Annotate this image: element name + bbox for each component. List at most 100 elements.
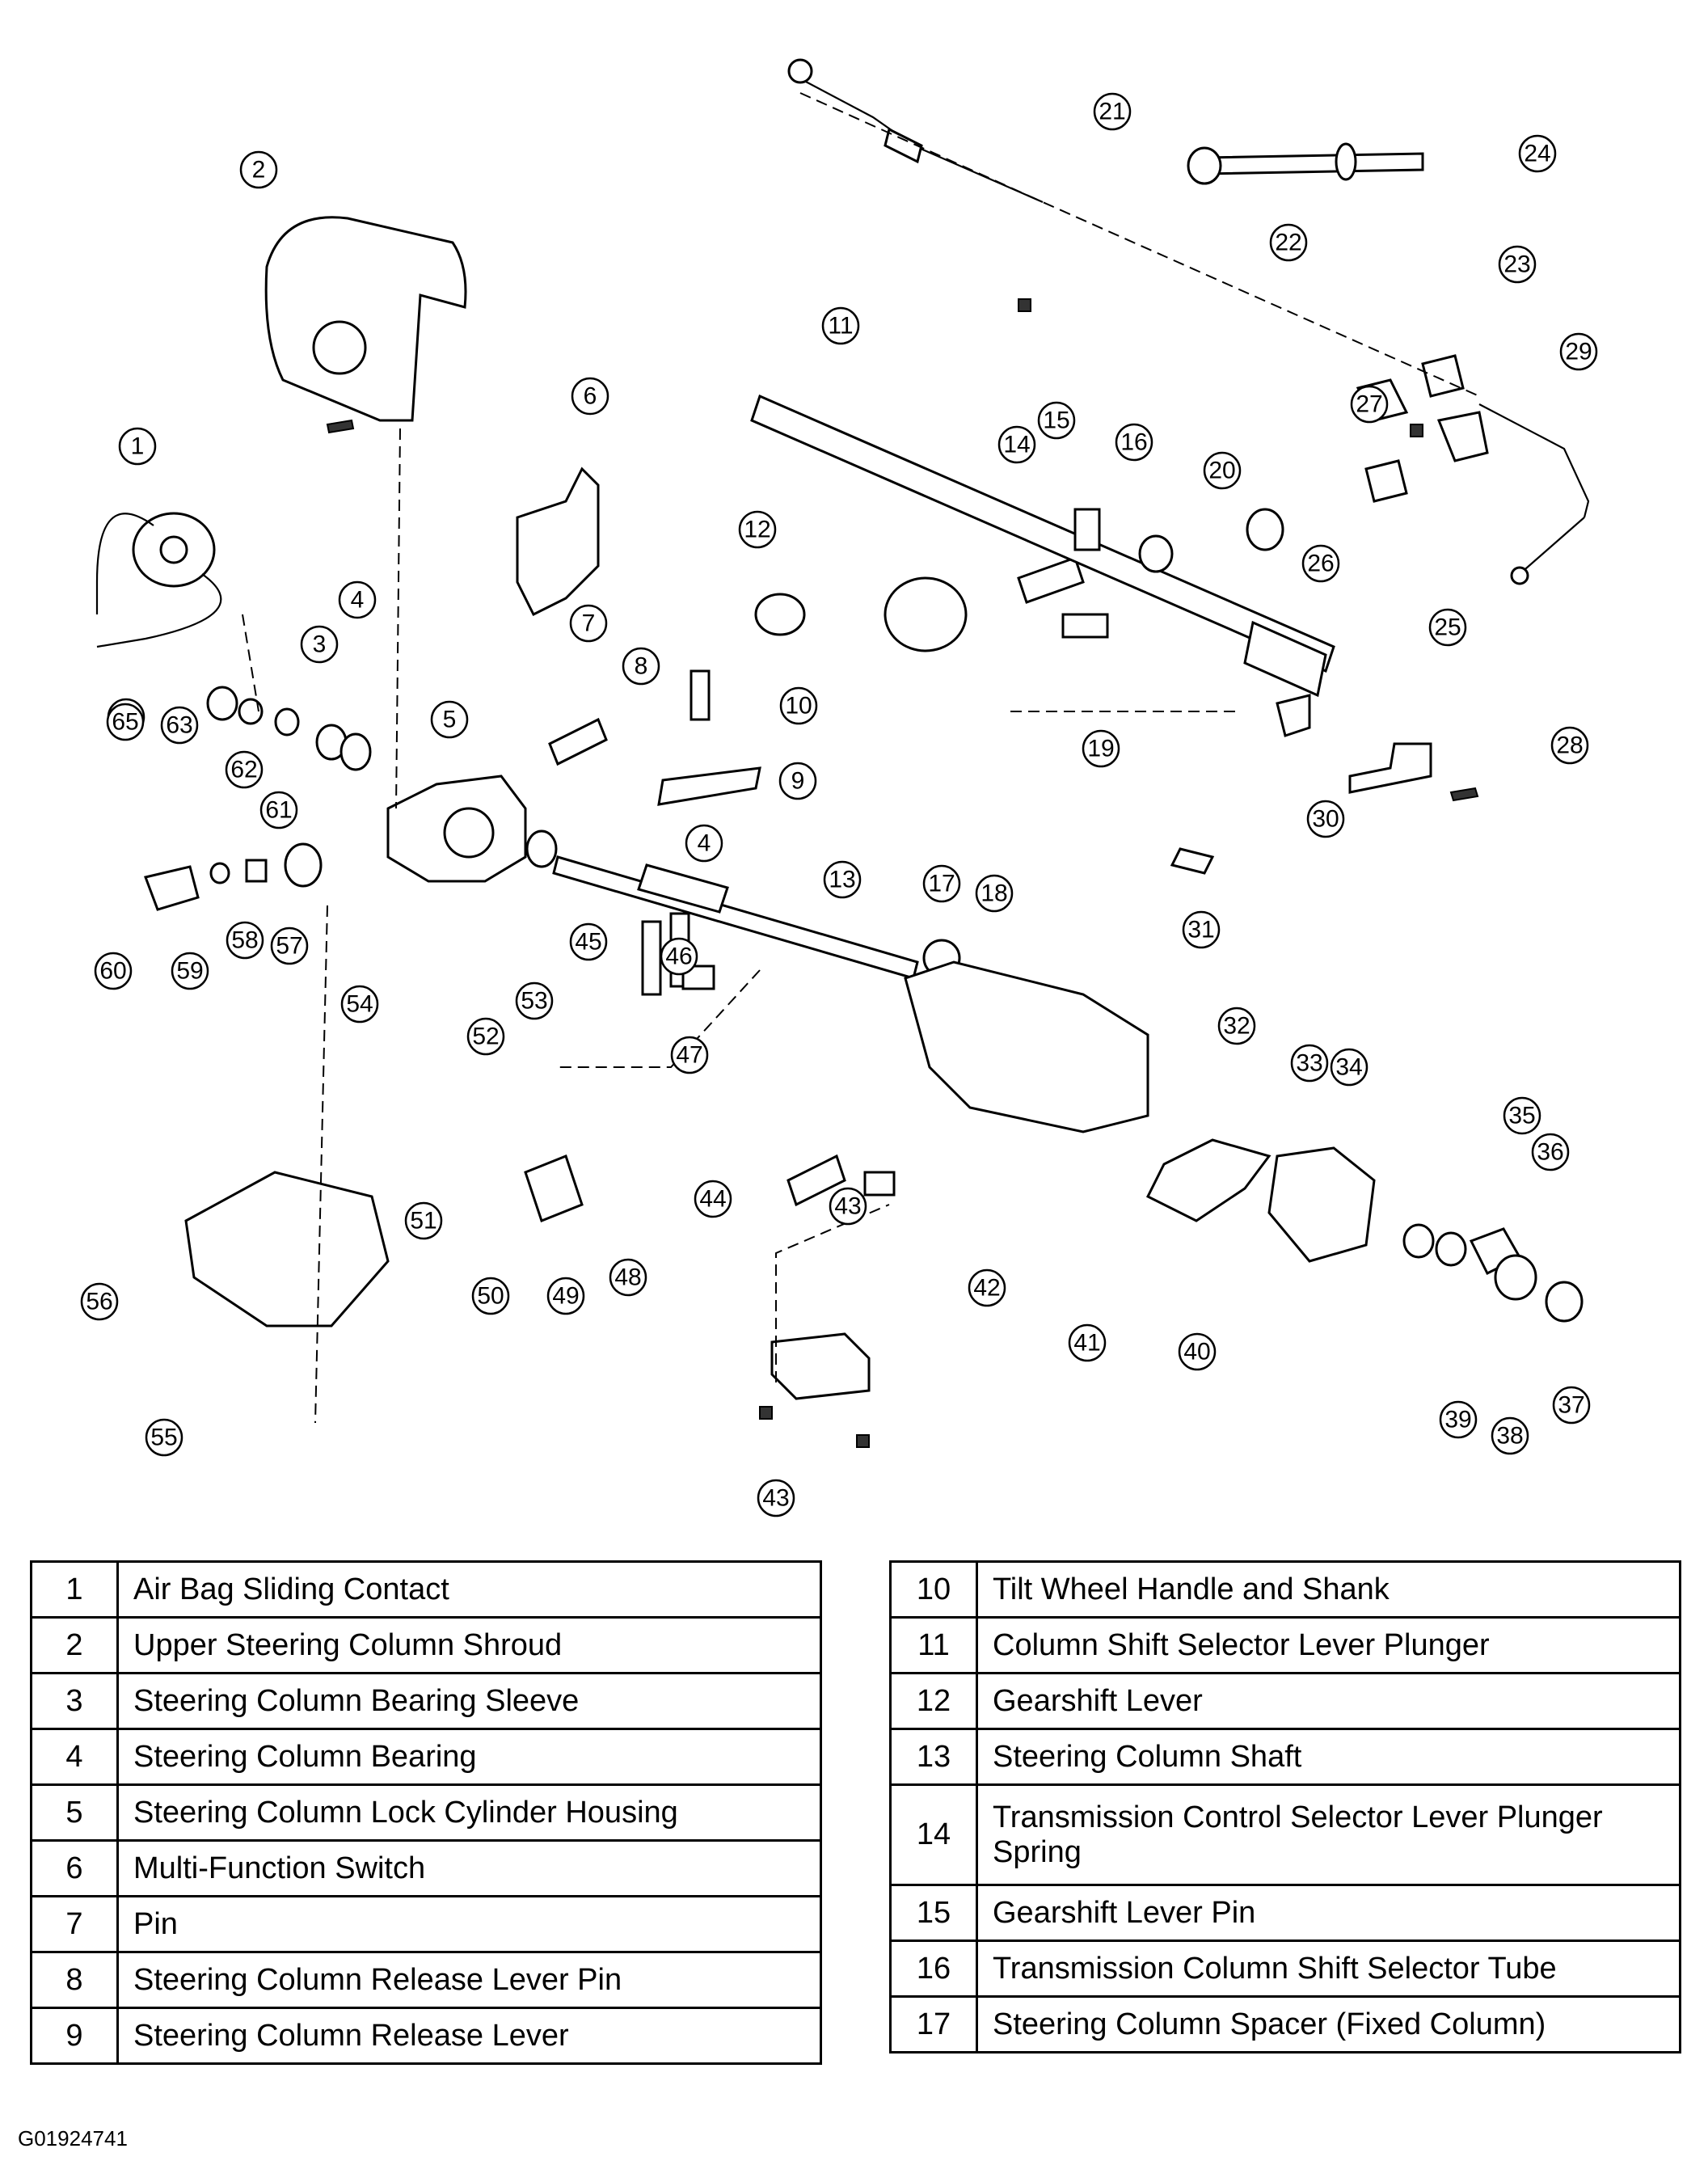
callout-label: 36: [1537, 1139, 1563, 1166]
callout-55: 55: [145, 1418, 183, 1457]
legend-number: 4: [30, 1728, 119, 1786]
callout-label: 65: [112, 709, 138, 736]
callout-11: 11: [821, 306, 860, 345]
callout-label: 11: [828, 313, 853, 340]
callout-7: 7: [569, 604, 608, 643]
callout-59: 59: [171, 952, 209, 990]
callout-label: 16: [1120, 429, 1147, 456]
callout-15: 15: [1037, 401, 1076, 440]
legend-number: 6: [30, 1839, 119, 1897]
callout-label: 10: [785, 693, 812, 720]
callout-label: 4: [698, 830, 711, 857]
legend-label: Steering Column Lock Cylinder Housing: [116, 1783, 822, 1842]
lower-housing-shape: [904, 960, 1149, 1133]
legend-label: Tilt Wheel Handle and Shank: [976, 1560, 1681, 1619]
callout-label: 13: [829, 867, 855, 893]
callout-label: 25: [1434, 614, 1461, 641]
legend-label: Steering Column Spacer (Fixed Column): [976, 1995, 1681, 2053]
callout-41: 41: [1068, 1323, 1107, 1362]
callout-45: 45: [569, 922, 608, 961]
callout-label: 19: [1087, 736, 1114, 762]
callout-label: 2: [252, 157, 266, 184]
callout-60: 60: [94, 952, 133, 990]
callout-label: 9: [791, 768, 805, 795]
callout-46: 46: [660, 937, 698, 976]
callout-53: 53: [515, 981, 554, 1020]
legend-label: Upper Steering Column Shroud: [116, 1616, 822, 1674]
callout-4: 4: [685, 824, 723, 863]
callout-29: 29: [1559, 332, 1598, 371]
callout-40: 40: [1178, 1332, 1217, 1371]
callout-label: 26: [1307, 551, 1334, 577]
callout-61: 61: [259, 791, 298, 829]
callout-label: 40: [1183, 1339, 1210, 1365]
legend-number: 13: [889, 1728, 978, 1786]
callout-label: 15: [1043, 407, 1069, 434]
callout-label: 3: [313, 631, 327, 658]
legend-number: 14: [889, 1783, 978, 1886]
callout-52: 52: [466, 1017, 505, 1056]
callout-label: 18: [981, 880, 1007, 907]
callout-2: 2: [239, 150, 278, 189]
legend-number: 11: [889, 1616, 978, 1674]
callout-label: 12: [744, 517, 770, 543]
legend-number: 12: [889, 1672, 978, 1730]
callout-25: 25: [1428, 608, 1467, 647]
legend-label: Steering Column Shaft: [976, 1728, 1681, 1786]
callout-38: 38: [1491, 1416, 1529, 1455]
legend-label: Gearshift Lever Pin: [976, 1884, 1681, 1942]
callout-label: 47: [676, 1042, 702, 1069]
callout-label: 58: [231, 927, 258, 954]
callout-label: 29: [1565, 339, 1592, 365]
callout-label: 35: [1508, 1103, 1535, 1129]
callout-4: 4: [338, 580, 377, 619]
callout-label: 48: [614, 1264, 641, 1291]
callout-5: 5: [430, 700, 469, 739]
callout-44: 44: [694, 1180, 732, 1218]
callout-22: 22: [1269, 223, 1308, 262]
callout-label: 23: [1503, 251, 1530, 278]
callout-label: 30: [1312, 806, 1339, 833]
callout-label: 56: [86, 1289, 112, 1315]
callout-label: 54: [346, 991, 373, 1018]
callout-30: 30: [1306, 800, 1345, 838]
callout-label: 38: [1496, 1423, 1523, 1450]
callout-label: 6: [584, 383, 597, 410]
callout-63: 63: [160, 706, 199, 745]
callout-18: 18: [975, 874, 1014, 913]
callout-50: 50: [471, 1277, 510, 1315]
callout-32: 32: [1217, 1007, 1256, 1045]
legend-number: 15: [889, 1884, 978, 1942]
callout-65: 65: [106, 703, 145, 741]
callout-label: 4: [351, 587, 365, 614]
callout-label: 46: [665, 943, 692, 970]
callout-8: 8: [622, 647, 660, 686]
upper-shroud-shape: [264, 216, 467, 422]
callout-20: 20: [1203, 451, 1242, 490]
legend-label: Steering Column Release Lever Pin: [116, 1951, 822, 2009]
callout-label: 50: [477, 1283, 504, 1310]
callout-43: 43: [829, 1187, 867, 1226]
legend-label: Steering Column Bearing Sleeve: [116, 1672, 822, 1730]
callout-56: 56: [80, 1282, 119, 1321]
callout-3: 3: [300, 625, 339, 664]
callout-48: 48: [609, 1258, 647, 1297]
callout-33: 33: [1290, 1044, 1329, 1083]
legend-label: Air Bag Sliding Contact: [116, 1560, 822, 1619]
callout-label: 7: [582, 610, 596, 637]
legend-label: Multi-Function Switch: [116, 1839, 822, 1897]
callout-27: 27: [1350, 385, 1389, 424]
callout-label: 17: [928, 871, 955, 897]
legend-number: 1: [30, 1560, 119, 1619]
legend-number: 10: [889, 1560, 978, 1619]
